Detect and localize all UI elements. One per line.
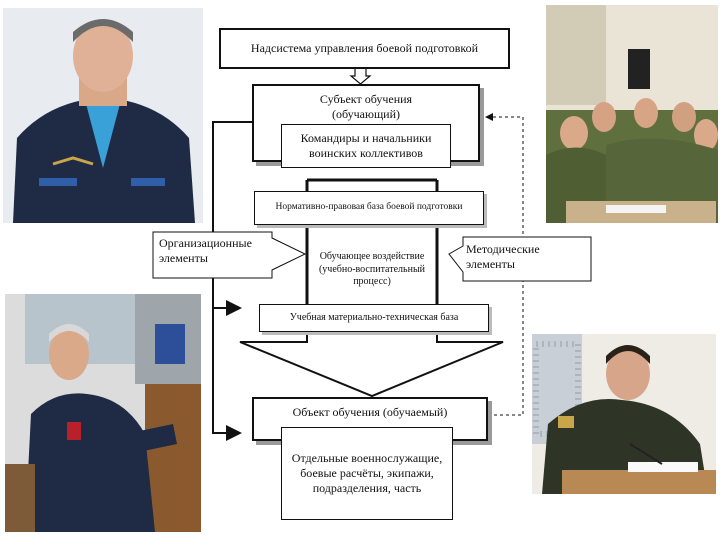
material-base-label: Учебная материально-техническая база	[290, 312, 459, 325]
subject-inner-label: Командиры и начальники воинских коллекти…	[282, 131, 450, 161]
org-elements-label: Организационные элементы	[159, 236, 252, 265]
object-label: Объект обучения (обучаемый)	[293, 405, 448, 420]
top-system-label: Надсистема управления боевой подготовкой	[251, 41, 478, 56]
method-elements-label: Методические элементы	[466, 242, 540, 271]
influence-block: Обучающее воздействие (учебно-воспитател…	[311, 238, 433, 302]
subject-label: Субъект обучения (обучающий)	[311, 92, 421, 122]
normative-base-box: Нормативно-правовая база боевой подготов…	[254, 191, 484, 225]
hollow-down-arrow	[351, 68, 370, 84]
method-elements-callout: Методические элементы	[466, 242, 566, 272]
org-elements-callout: Организационные элементы	[159, 236, 271, 266]
influence-label: Обучающее воздействие (учебно-воспитател…	[311, 251, 433, 289]
top-system-box: Надсистема управления боевой подготовкой	[219, 28, 510, 69]
object-inner-box: Отдельные военнослужащие, боевые расчёты…	[281, 427, 453, 520]
material-base-box: Учебная материально-техническая база	[259, 304, 489, 332]
subject-inner-box: Командиры и начальники воинских коллекти…	[281, 124, 451, 168]
normative-base-label: Нормативно-правовая база боевой подготов…	[276, 202, 463, 214]
big-down-arrow	[240, 332, 503, 396]
object-inner-label: Отдельные военнослужащие, боевые расчёты…	[286, 451, 448, 496]
